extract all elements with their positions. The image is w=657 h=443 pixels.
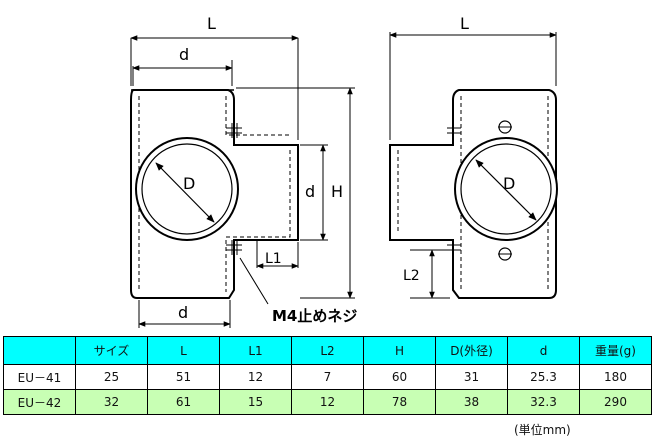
label-d-side: d (305, 182, 315, 201)
header-cell: L2 (291, 336, 364, 365)
label-L-right: L (460, 14, 469, 33)
table-cell: 290 (579, 389, 652, 415)
label-L1: L1 (265, 251, 282, 267)
header-cell: d (507, 336, 580, 365)
table-cell: 7 (291, 364, 364, 390)
header-cell: D(外径) (435, 336, 508, 365)
table-cell: 180 (579, 364, 652, 390)
table-cell: 32 (75, 389, 148, 415)
label-L-left: L (207, 14, 216, 33)
label-D-left: D (183, 174, 195, 193)
table-cell: 12 (219, 364, 292, 390)
label-L2: L2 (403, 268, 420, 284)
right-view-labels: L D L2 (403, 14, 515, 284)
right-screw-top (447, 127, 461, 134)
left-view-labels: L d D d H L1 d M4止めネジ (178, 14, 357, 325)
right-pipe-inner (460, 143, 552, 235)
table-cell: EU－42 (3, 389, 76, 415)
table-cell: 25.3 (507, 364, 580, 390)
spec-table: サイズ L L1 L2 H D(外径) d 重量(g) EU－41 25 51 … (3, 336, 652, 415)
left-screw-top (226, 123, 242, 138)
header-cell: 重量(g) (579, 336, 652, 365)
header-cell: L (147, 336, 220, 365)
table-cell: 61 (147, 389, 220, 415)
table-row: EU－42 32 61 15 12 78 38 32.3 290 (3, 389, 652, 415)
header-cell: サイズ (75, 336, 148, 365)
right-view (389, 32, 558, 299)
table-cell: 31 (435, 364, 508, 390)
table-cell: 38 (435, 389, 508, 415)
table-cell: EU－41 (3, 364, 76, 390)
unit-note: (単位mm) (514, 423, 571, 437)
left-body-outline (130, 89, 299, 299)
table-cell: 15 (219, 389, 292, 415)
header-cell: H (363, 336, 436, 365)
technical-drawing: L d D d H L1 d M4止めネジ L D L2 (130, 14, 558, 328)
table-cell: 32.3 (507, 389, 580, 415)
table-cell: 60 (363, 364, 436, 390)
header-cell: L1 (219, 336, 292, 365)
table-cell: 78 (363, 389, 436, 415)
table-header-row: サイズ L L1 L2 H D(外径) d 重量(g) (3, 336, 652, 365)
left-view (130, 35, 355, 328)
table-cell: 25 (75, 364, 148, 390)
left-pipe-inner (141, 143, 233, 235)
label-D-right: D (503, 174, 515, 193)
label-d-top: d (179, 45, 189, 64)
label-d-bottom: d (178, 303, 188, 322)
header-cell (3, 336, 76, 365)
table-row: EU－41 25 51 12 7 60 31 25.3 180 (3, 364, 652, 390)
right-body-outline (389, 89, 557, 299)
label-H: H (331, 182, 343, 201)
label-m4-screw: M4止めネジ (272, 307, 357, 325)
left-screw-bottom (226, 240, 242, 255)
table-cell: 51 (147, 364, 220, 390)
table-cell: 12 (291, 389, 364, 415)
